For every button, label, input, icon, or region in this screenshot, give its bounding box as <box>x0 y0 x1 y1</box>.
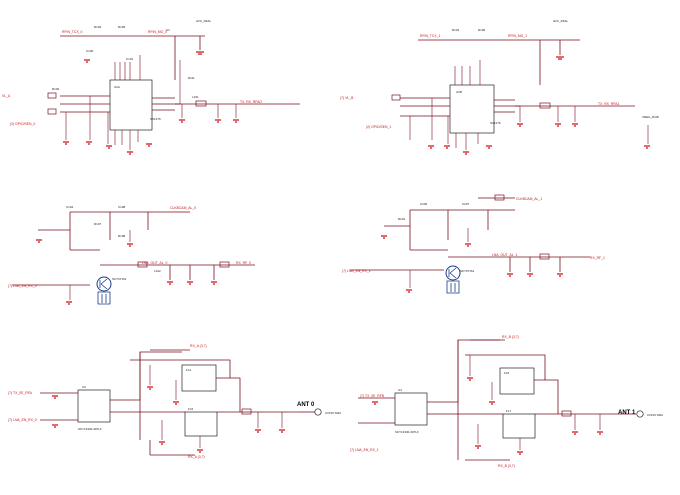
filter-ic-1 <box>499 367 535 395</box>
svg-text:R106: R106 <box>478 28 486 32</box>
svg-text:RFIN_TCX_0: RFIN_TCX_0 <box>62 30 82 34</box>
svg-text:AVC_RFAL: AVC_RFAL <box>196 19 211 23</box>
svg-text:R111: R111 <box>188 76 195 80</box>
transceiver-ic-0 <box>109 79 153 131</box>
svg-text:RFIN_TCX_1: RFIN_TCX_1 <box>420 34 440 38</box>
transistor-q1 <box>445 265 461 281</box>
svg-text:CLKBCAM_AL_0: CLKBCAM_AL_0 <box>170 206 196 210</box>
svg-text:L102: L102 <box>154 269 161 273</box>
antenna-connector-0[interactable] <box>314 408 322 416</box>
svg-text:SKY67151: SKY67151 <box>460 269 475 273</box>
svg-text:RX_B (3,7): RX_B (3,7) <box>502 335 519 339</box>
svg-text:(2) GPIO/SEN_1: (2) GPIO/SEN_1 <box>366 125 391 129</box>
svg-text:(7) VL_B: (7) VL_B <box>340 96 354 100</box>
svg-text:(7) LNA_EN_RX_1: (7) LNA_EN_RX_1 <box>342 269 371 273</box>
transceiver-ic-1 <box>449 84 495 134</box>
ant1-label: ANT 1 <box>618 410 636 416</box>
svg-text:(7) TX_0E_RFA: (7) TX_0E_RFA <box>8 391 33 395</box>
rf-block-top-left: VL_A (2) GPIO/SEN_0 TX_RX_RFAO RFIN_TCX_… <box>2 19 300 155</box>
svg-text:C101: C101 <box>126 57 134 61</box>
svg-text:TX_RX_RFAO: TX_RX_RFAO <box>240 100 262 104</box>
svg-text:(2) GPIO/SEN_0: (2) GPIO/SEN_0 <box>10 122 35 126</box>
svg-text:R103: R103 <box>94 25 102 29</box>
svg-text:RFIN_MO_1: RFIN_MO_1 <box>508 34 527 38</box>
svg-text:C207: C207 <box>462 202 470 206</box>
svg-text:R105: R105 <box>118 25 126 29</box>
svg-text:RFIN_MO_0: RFIN_MO_0 <box>148 30 167 34</box>
svg-text:TX_RX_RFA1: TX_RX_RFA1 <box>598 102 619 106</box>
svg-text:RX_B (3,7): RX_B (3,7) <box>498 464 515 468</box>
svg-text:C206: C206 <box>420 202 428 206</box>
svg-text:R201: R201 <box>398 217 406 221</box>
svg-text:(7) LNA_EN_RX_0: (7) LNA_EN_RX_0 <box>8 284 37 288</box>
svg-text:R104: R104 <box>452 28 460 32</box>
ant0-label: ANT 0 <box>297 402 315 408</box>
filter-ic-1b <box>502 413 536 439</box>
svg-text:R108: R108 <box>118 234 126 238</box>
svg-text:FL7: FL7 <box>506 409 512 413</box>
rf-switch-block-bottom-left: ANT 0 (7) TX_0E_RFA (7) LNA_EN_RX_0 RX_A… <box>8 344 341 459</box>
svg-text:U4: U4 <box>398 388 402 392</box>
svg-text:C108: C108 <box>118 205 126 209</box>
svg-text:SKY13330-397LF: SKY13330-397LF <box>395 430 419 434</box>
svg-text:L101: L101 <box>192 95 199 99</box>
lna-block-mid-right: CLKBCAM_AL_1 (7) LNA_EN_RX_1 LNA_OUT_AL_… <box>342 194 605 294</box>
rf-switch-block-bottom-right: ANT 1 (7) TX_0E_RFB (7) LNA_EN_RX_1 RX_B… <box>350 335 663 468</box>
svg-text:LNA_OUT_AL_1: LNA_OUT_AL_1 <box>492 253 518 257</box>
svg-text:SKY67151: SKY67151 <box>112 277 127 281</box>
svg-text:CLKBCAM_AL_1: CLKBCAM_AL_1 <box>516 197 542 201</box>
svg-text:C100: C100 <box>86 49 94 53</box>
svg-text:U2A: U2A <box>114 85 120 89</box>
filter-ic-0b <box>184 411 218 437</box>
svg-text:R102: R102 <box>52 87 60 91</box>
svg-text:SX1276: SX1276 <box>490 121 501 125</box>
svg-text:RX_RF_1: RX_RF_1 <box>590 256 605 260</box>
svg-text:C1: C1 <box>166 28 170 32</box>
svg-text:U3: U3 <box>82 385 86 389</box>
svg-text:SX1276: SX1276 <box>150 117 161 121</box>
svg-text:C104: C104 <box>66 205 74 209</box>
svg-text:RX_A (3,7): RX_A (3,7) <box>190 344 207 348</box>
lna-block-mid-left: CLKBCAM_AL_0 (7) LNA_EN_RX_0 LNA_OUT_AL_… <box>8 205 255 305</box>
svg-text:FL4: FL4 <box>186 368 192 372</box>
svg-text:(7) LNA_EN_RX_1: (7) LNA_EN_RX_1 <box>350 448 379 452</box>
svg-text:FL6: FL6 <box>504 371 510 375</box>
svg-text:U2B: U2B <box>456 90 462 94</box>
svg-text:RX_RF_0: RX_RF_0 <box>236 261 251 265</box>
svg-text:CONN SMA: CONN SMA <box>325 411 341 415</box>
svg-text:VREG_RGB: VREG_RGB <box>642 115 659 119</box>
svg-text:(7) LNA_EN_RX_0: (7) LNA_EN_RX_0 <box>8 418 37 422</box>
svg-text:(7) TX_0E_RFB: (7) TX_0E_RFB <box>360 394 385 398</box>
svg-text:SKY13330-397LF: SKY13330-397LF <box>78 427 102 431</box>
svg-text:AVC_RFAL: AVC_RFAL <box>553 19 568 23</box>
svg-text:LNA_OUT_AL_0: LNA_OUT_AL_0 <box>142 261 168 265</box>
svg-text:FL5: FL5 <box>188 407 194 411</box>
rf-switch-ic-1 <box>394 392 428 426</box>
rf-switch-ic-0 <box>77 389 111 423</box>
transistor-q0 <box>96 276 112 292</box>
svg-text:CONN SMA: CONN SMA <box>647 413 663 417</box>
svg-text:RX_A (3,7): RX_A (3,7) <box>188 455 205 459</box>
antenna-connector-1[interactable] <box>636 410 644 418</box>
svg-text:R107: R107 <box>94 222 102 226</box>
rf-block-top-right: (7) VL_B (2) GPIO/SEN_1 TX_RX_RFA1 RFIN_… <box>340 19 659 155</box>
svg-text:VL_A: VL_A <box>2 94 11 98</box>
